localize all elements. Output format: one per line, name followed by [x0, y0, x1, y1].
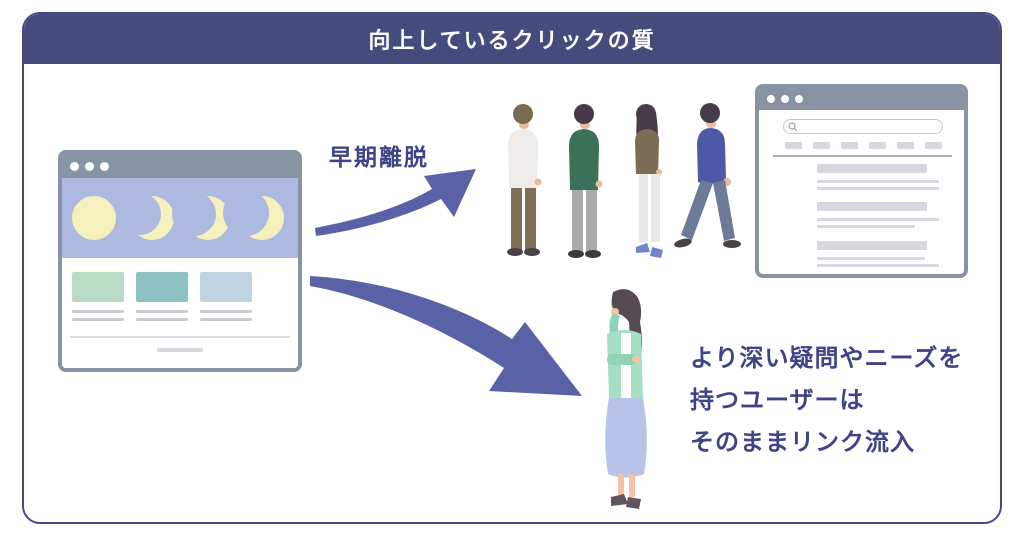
text-placeholder-line [72, 310, 124, 313]
result-line-placeholder [817, 225, 915, 228]
window-dot-icon [781, 95, 789, 103]
result-title-placeholder [817, 164, 927, 173]
browser-titlebar [62, 154, 298, 178]
text-placeholder-line [72, 318, 124, 321]
window-dot-icon [767, 95, 775, 103]
footer-placeholder [157, 348, 203, 352]
tab-placeholder [813, 142, 830, 149]
divider [70, 336, 290, 338]
man-blue-jacket-walking [674, 103, 741, 248]
diagram-header: 向上しているクリックの質 [24, 14, 1000, 64]
tab-placeholder [841, 142, 858, 149]
article-card-teal [136, 272, 188, 302]
message-line: 持つユーザーは [690, 387, 865, 414]
text-placeholder-line [200, 318, 252, 321]
result-line-placeholder [817, 257, 925, 260]
text-placeholder-line [136, 310, 188, 313]
article-card-blue [200, 272, 252, 302]
divider [773, 155, 952, 157]
people-leaving-illustration [507, 103, 741, 258]
woman-brown-top-back [635, 104, 663, 258]
search-icon [788, 121, 798, 131]
website-browser-illustration [58, 150, 302, 372]
window-dot-icon [795, 95, 803, 103]
result-title-placeholder [817, 202, 927, 211]
result-line-placeholder [817, 264, 939, 267]
tab-placeholder [925, 142, 942, 149]
tab-placeholder [869, 142, 886, 149]
hero-banner-moon-phases [62, 178, 298, 258]
window-dot-icon [100, 161, 109, 171]
window-dot-icon [70, 161, 79, 171]
thinking-woman-illustration [605, 289, 647, 509]
result-line-placeholder [817, 180, 939, 183]
early-exit-arrow-icon [315, 169, 476, 236]
result-title-placeholder [817, 241, 927, 250]
article-card-mint [72, 272, 124, 302]
search-results-browser-illustration [755, 84, 968, 278]
tab-placeholder [897, 142, 914, 149]
man-green-sweater-back [568, 104, 603, 258]
link-inflow-message: より深い疑問やニーズを 持つユーザーは そのままリンク流入 [690, 338, 963, 464]
window-dot-icon [85, 161, 94, 171]
early-exit-label: 早期離脱 [329, 144, 429, 170]
text-placeholder-line [136, 318, 188, 321]
search-bar [783, 119, 943, 134]
result-line-placeholder [817, 218, 939, 221]
browser-titlebar [759, 88, 964, 110]
page-title: 向上しているクリックの質 [368, 28, 656, 53]
text-placeholder-line [200, 310, 252, 313]
message-line: より深い疑問やニーズを [690, 345, 964, 372]
link-inflow-arrow-icon [310, 276, 582, 396]
tab-placeholder [785, 142, 802, 149]
moon-phases-icon [72, 190, 284, 240]
message-line: そのままリンク流入 [690, 429, 915, 456]
browser-content-area [62, 258, 298, 368]
result-line-placeholder [817, 187, 939, 190]
man-white-shirt-back [507, 104, 542, 256]
